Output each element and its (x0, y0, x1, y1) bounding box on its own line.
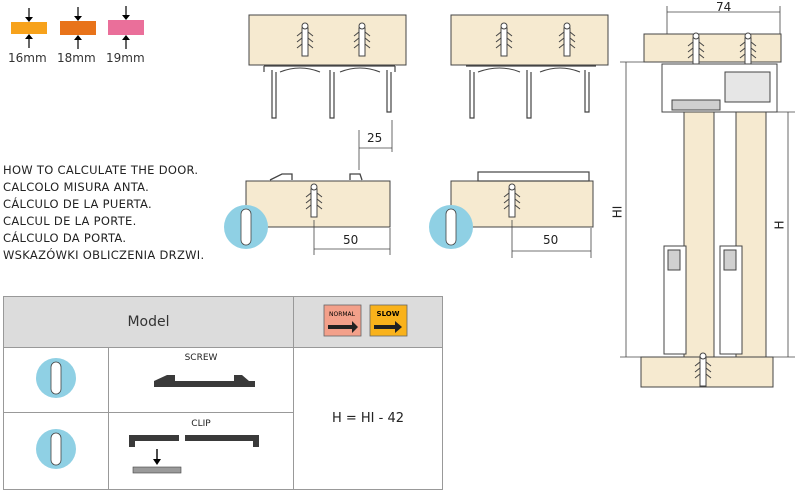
dim-50-left-label: 50 (343, 233, 359, 247)
thickness-label-18: 18mm (57, 51, 96, 65)
dim-hi-label: HI (610, 205, 625, 219)
door-section-right (429, 171, 594, 258)
model-table: Model NORMAL SLOW (3, 296, 443, 490)
dim-50-right-label: 50 (543, 233, 559, 247)
dim-25-label: 25 (367, 131, 383, 145)
top-track-left (248, 14, 407, 119)
screw-profile-icon (36, 358, 76, 398)
howto-line: CALCOLO MISURA ANTA. (3, 180, 150, 194)
howto-text: HOW TO CALCULATE THE DOOR. CALCOLO MISUR… (3, 162, 204, 264)
row1-icon-cell (3, 347, 109, 413)
clip-profile-drawing (129, 435, 259, 474)
row1-label: SCREW (184, 353, 218, 363)
speed-badges: NORMAL SLOW (323, 304, 408, 337)
row2-label: CLIP (191, 419, 211, 429)
door-section-left (224, 173, 391, 255)
howto-line: CÁLCULO DE LA PUERTA. (3, 197, 152, 211)
formula-cell: H = HI - 42 (293, 347, 443, 490)
badge-normal-text: NORMAL (329, 311, 356, 318)
screw-profile-drawing (154, 375, 255, 387)
dim-h-label: H (772, 220, 787, 230)
badge-slow-text: SLOW (377, 310, 400, 318)
swatch-18mm (60, 7, 96, 49)
row2-icon-cell (3, 412, 109, 490)
door-elevation (620, 6, 795, 388)
dim-74-label: 74 (716, 0, 732, 14)
thickness-swatches (11, 6, 144, 49)
howto-line: HOW TO CALCULATE THE DOOR. (3, 163, 199, 177)
row1-profile-cell: SCREW (108, 347, 294, 413)
row2-profile-cell: CLIP (108, 412, 294, 490)
swatch-16mm (11, 8, 47, 48)
badge-normal: NORMAL (323, 304, 362, 337)
howto-line: WSKAZÓWKI OBLICZENIA DRZWI. (3, 248, 205, 262)
howto-line: CALCUL DE LA PORTE. (3, 214, 137, 228)
dim-offset (358, 120, 393, 170)
speed-header: NORMAL SLOW (293, 296, 443, 348)
swatch-19mm (108, 6, 144, 49)
badge-slow: SLOW (369, 304, 408, 337)
thickness-label-16: 16mm (8, 51, 47, 65)
clip-profile-icon (36, 429, 76, 469)
thickness-label-19: 19mm (106, 51, 145, 65)
model-header: Model (3, 296, 294, 348)
model-header-title: Model (127, 314, 170, 330)
top-track-right (450, 14, 609, 119)
formula-text: H = HI - 42 (331, 411, 405, 426)
howto-line: CÁLCULO DA PORTA. (3, 231, 127, 245)
